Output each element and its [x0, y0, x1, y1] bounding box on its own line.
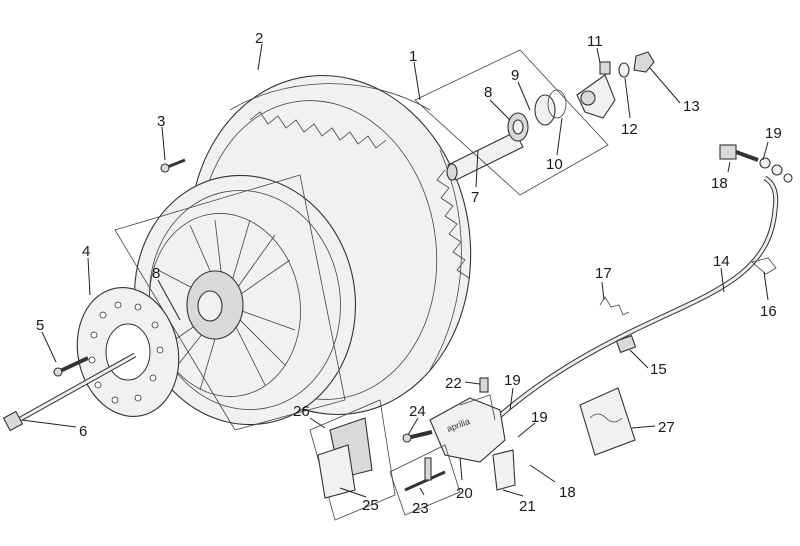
- caliper-bracket: [492, 449, 516, 491]
- callout-12: 12: [621, 121, 638, 138]
- pad-pin: [389, 444, 461, 516]
- callout-9: 9: [511, 67, 519, 84]
- callout-8-wheel: 8: [152, 265, 160, 282]
- callout-2: 2: [255, 30, 263, 47]
- oil-seal: [534, 89, 567, 126]
- caliper-bolt: [402, 430, 433, 443]
- bearing: [507, 112, 529, 142]
- callout-10: 10: [546, 156, 563, 173]
- callout-19-lower: 19: [531, 409, 548, 426]
- axle-bolt: [2, 352, 137, 432]
- callout-19-upper: 19: [504, 372, 521, 389]
- disc-screw: [53, 356, 89, 377]
- brake-hose: [493, 175, 779, 422]
- callout-24: 24: [409, 403, 426, 420]
- callout-17: 17: [595, 265, 612, 282]
- speedometer-drive: [576, 61, 616, 119]
- callout-16: 16: [760, 303, 777, 320]
- callout-14: 14: [713, 253, 730, 270]
- decal-kit: [579, 387, 636, 456]
- callout-18-caliper: 18: [559, 484, 576, 501]
- callout-8-axle: 8: [484, 84, 492, 101]
- callout-15: 15: [650, 361, 667, 378]
- callout-5: 5: [36, 317, 44, 334]
- brake-caliper: aprilia: [429, 377, 506, 463]
- callout-19-hose: 19: [765, 125, 782, 142]
- callout-23: 23: [412, 500, 429, 517]
- callout-labels: 2 1 3 4 5 6 7 8 8 9 10 11 12 13 14 15 16…: [36, 30, 782, 517]
- banjo-bolt: [719, 144, 793, 183]
- callout-20: 20: [456, 485, 473, 502]
- callout-3: 3: [157, 113, 165, 130]
- pad-set: [309, 399, 396, 521]
- axle-nut: [633, 51, 655, 73]
- callout-22: 22: [445, 375, 462, 392]
- axle-frame: [414, 49, 609, 196]
- callout-6: 6: [79, 423, 87, 440]
- callout-4: 4: [82, 243, 90, 260]
- callout-11: 11: [587, 33, 603, 50]
- leader-lines: [21, 43, 769, 498]
- callout-27: 27: [658, 419, 675, 436]
- callout-13: 13: [683, 98, 700, 115]
- callout-1: 1: [409, 48, 417, 65]
- callout-21: 21: [519, 498, 536, 515]
- callout-26: 26: [293, 403, 310, 420]
- callout-7: 7: [471, 189, 479, 206]
- wheel-rim: [114, 174, 357, 431]
- valve-stem: [160, 158, 186, 173]
- callout-18-hose: 18: [711, 175, 728, 192]
- washer: [618, 62, 630, 78]
- spacer-tube: [446, 131, 524, 181]
- hose-guide: [751, 257, 777, 275]
- callout-25: 25: [362, 497, 379, 514]
